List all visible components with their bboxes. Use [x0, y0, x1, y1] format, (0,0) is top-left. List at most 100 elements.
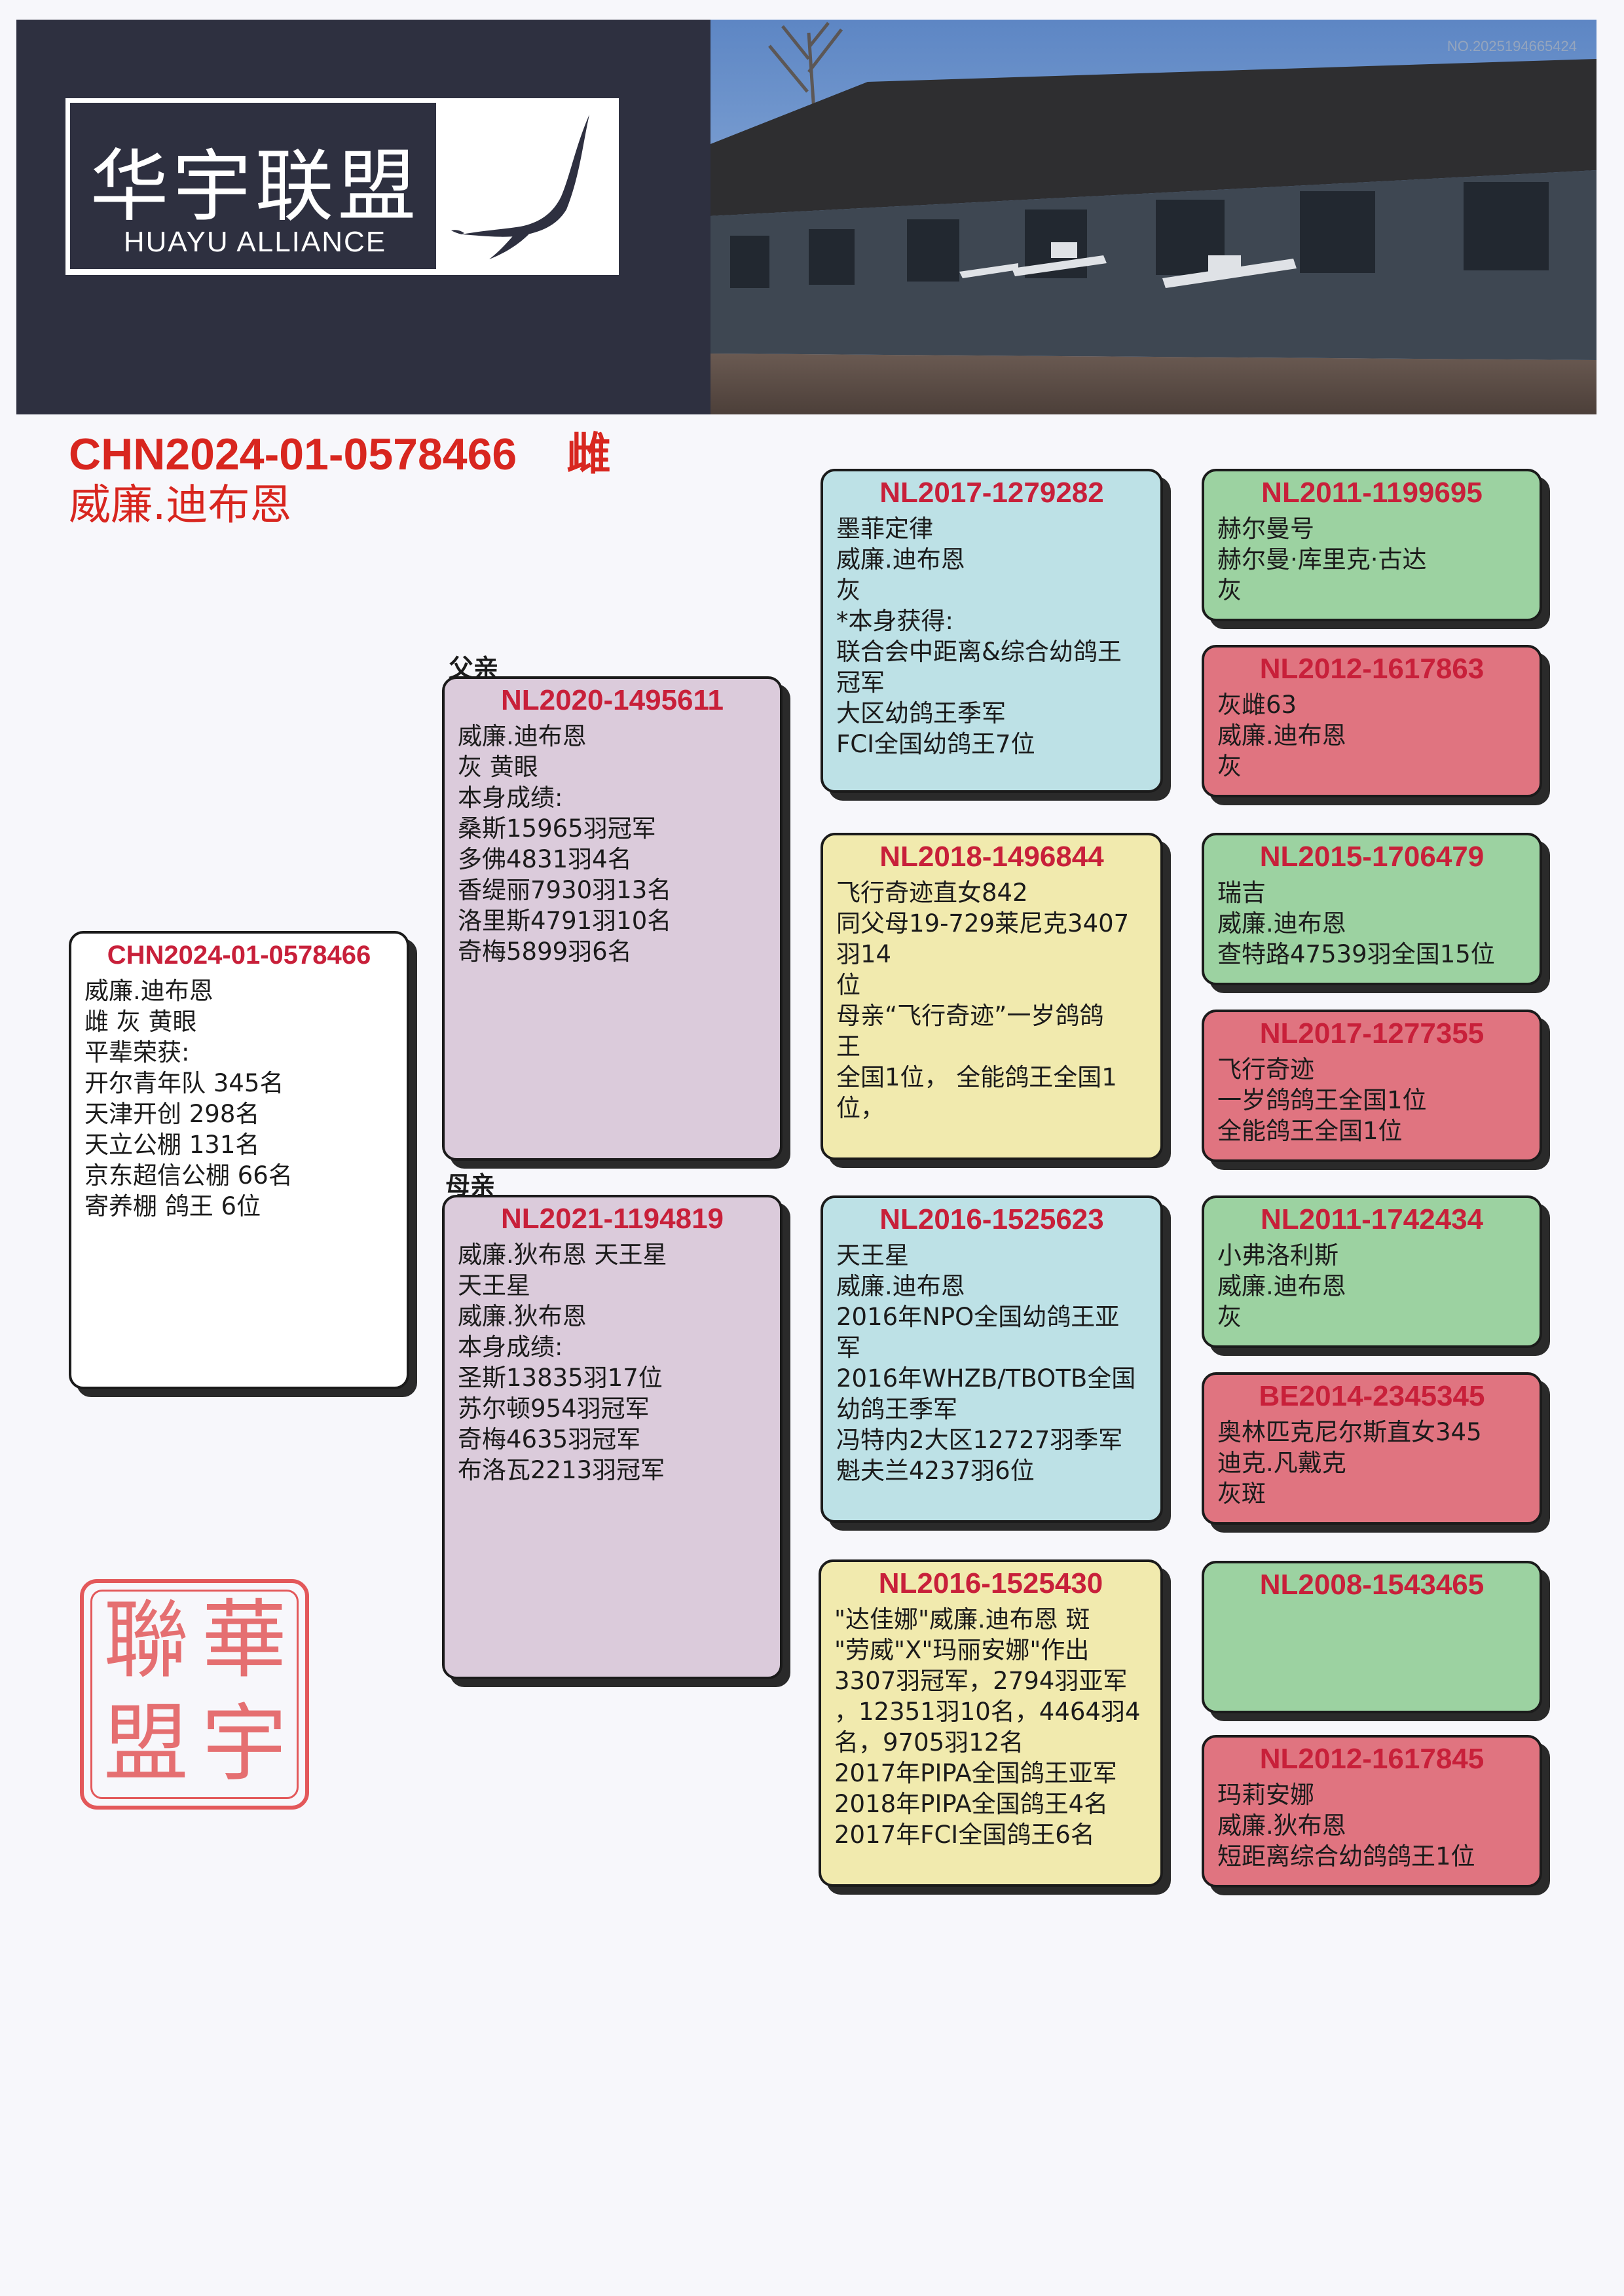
ring-number: NL2011-1199695	[1261, 477, 1483, 509]
card-line: 威廉.狄布恩	[1217, 1812, 1346, 1840]
great-grandparent-card: NL2011-1199695 赫尔曼号赫尔曼·库里克·古达灰	[1202, 469, 1542, 621]
ring-number: NL2016-1525623	[879, 1203, 1104, 1235]
card-line: 威廉.迪布恩	[1217, 1272, 1346, 1300]
ring-number: NL2021-1194819	[500, 1203, 724, 1235]
card-line: 2016年NPO全国幼鸽王亚	[836, 1303, 1120, 1331]
card-lines: 瑞吉威廉.迪布恩查特路47539羽全国15位	[1217, 877, 1526, 970]
card-line: 奇梅5899羽6名	[458, 938, 632, 966]
seal-char: 聯	[103, 1590, 189, 1690]
great-grandparent-card: NL2017-1277355 飞行奇迹一岁鸽鸽王全国1位全能鸽王全国1位	[1202, 1010, 1542, 1162]
card-line: 桑斯15965羽冠军	[458, 814, 656, 843]
title-ring-number: CHN2024-01-0578466 雌	[69, 429, 611, 479]
card-line: 全能鸽王全国1位	[1217, 1117, 1403, 1145]
great-grandparent-card: NL2015-1706479 瑞吉威廉.迪布恩查特路47539羽全国15位	[1202, 833, 1542, 985]
card-line: 洛里斯4791羽10名	[458, 907, 672, 935]
card-line: 香缇丽7930羽13名	[458, 876, 672, 904]
card-line: 迪克.凡戴克	[1217, 1449, 1346, 1477]
father-card: NL2020-1495611 威廉.迪布恩灰 黄眼本身成绩:桑斯15965羽冠军…	[442, 676, 783, 1161]
card-line: 幼鸽王季军	[836, 1395, 957, 1423]
card-line: 位，	[836, 1094, 885, 1122]
card-line: 位	[836, 971, 860, 999]
seal-char: 盟	[103, 1694, 189, 1793]
card-line: 羽14	[836, 940, 892, 968]
card-line: 威廉.迪布恩	[836, 545, 965, 574]
card-line: 天立公棚 131名	[84, 1131, 260, 1159]
card-line: 开尔青年队 345名	[84, 1069, 284, 1097]
card-line: 多佛4831羽4名	[458, 845, 632, 873]
card-line: 天津开创 298名	[84, 1100, 260, 1128]
grandparent-card: NL2016-1525430 "达佳娜"威廉.迪布恩 斑"劳威"X"玛丽安娜"作…	[819, 1559, 1163, 1887]
ring-number: NL2011-1742434	[1260, 1203, 1484, 1235]
card-line: 母亲“飞行奇迹”一岁鸽鸽	[836, 1002, 1104, 1030]
card-line: 飞行奇迹直女842	[836, 879, 1028, 907]
card-line: 寄养棚 鸽王 6位	[84, 1192, 261, 1220]
great-grandparent-card: NL2008-1543465	[1202, 1561, 1542, 1713]
card-line: ，12351羽10名，4464羽4	[834, 1698, 1141, 1726]
card-line: 短距离综合幼鸽鸽王1位	[1217, 1842, 1475, 1870]
card-line: 奥林匹克尼尔斯直女345	[1217, 1418, 1482, 1446]
ring-number: NL2015-1706479	[1259, 841, 1485, 873]
card-line: 灰	[836, 576, 860, 604]
card-line: 飞行奇迹	[1217, 1055, 1314, 1084]
card-line: 全国1位， 全能鸽王全国1	[836, 1063, 1117, 1091]
card-line: 冠军	[836, 668, 885, 697]
card-line: 圣斯13835羽17位	[458, 1364, 663, 1392]
logo: 华宇联盟 HUAYU ALLIANCE	[65, 98, 619, 275]
card-lines: 玛莉安娜威廉.狄布恩短距离综合幼鸽鸽王1位	[1217, 1779, 1526, 1872]
ring-number: NL2020-1495611	[500, 684, 724, 716]
seal-inner-border	[90, 1590, 299, 1799]
card-line: 军	[836, 1334, 860, 1362]
card-line: 灰雌63	[1217, 691, 1297, 719]
card-line: 威廉.迪布恩	[836, 1272, 965, 1300]
card-line: 2018年PIPA全国鸽王4名	[834, 1790, 1109, 1818]
card-line: 灰	[1217, 576, 1242, 604]
card-lines: 威廉.狄布恩 天王星天王星威廉.狄布恩本身成绩:圣斯13835羽17位苏尔顿95…	[458, 1239, 767, 1485]
card-line: 平辈荣获:	[84, 1038, 190, 1066]
card-line: 2017年FCI全国鸽王6名	[834, 1821, 1095, 1849]
card-line: 冯特内2大区12727羽季军	[836, 1426, 1123, 1454]
card-line: 本身成绩:	[458, 1333, 563, 1361]
red-seal-stamp: 華 宇 聯 盟	[80, 1579, 309, 1810]
ring-number: NL2018-1496844	[879, 841, 1104, 873]
card-line: 雌 灰 黄眼	[84, 1008, 197, 1036]
card-line: 赫尔曼·库里克·古达	[1217, 545, 1427, 574]
card-line: 王	[836, 1032, 860, 1061]
card-lines: 赫尔曼号赫尔曼·库里克·古达灰	[1217, 513, 1526, 606]
card-lines: 威廉.迪布恩雌 灰 黄眼平辈荣获:开尔青年队 345名天津开创 298名天立公棚…	[84, 975, 394, 1222]
card-line: 瑞吉	[1217, 879, 1266, 907]
card-line: FCI全国幼鸽王7位	[836, 730, 1035, 758]
card-line: 小弗洛利斯	[1217, 1241, 1338, 1269]
card-line: 威廉.迪布恩	[1217, 909, 1346, 938]
seal-char: 宇	[202, 1694, 287, 1793]
card-lines: 小弗洛利斯威廉.迪布恩灰	[1217, 1240, 1526, 1332]
card-line: 威廉.迪布恩	[458, 722, 587, 750]
card-line: 天王星	[458, 1271, 530, 1300]
card-line: 3307羽冠军，2794羽亚军	[834, 1667, 1128, 1695]
ring-number: NL2016-1525430	[878, 1567, 1103, 1599]
great-grandparent-card: NL2011-1742434 小弗洛利斯威廉.迪布恩灰	[1202, 1195, 1542, 1348]
ring-number: CHN2024-01-0578466	[107, 941, 371, 970]
card-line: 魁夫兰4237羽6位	[836, 1457, 1035, 1485]
card-line: 灰	[1217, 752, 1242, 780]
card-line: 名，9705羽12名	[834, 1728, 1024, 1757]
card-lines: 威廉.迪布恩灰 黄眼本身成绩:桑斯15965羽冠军多佛4831羽4名香缇丽793…	[458, 721, 767, 967]
card-line: 墨菲定律	[836, 515, 933, 543]
ring-number: BE2014-2345345	[1259, 1380, 1485, 1412]
seal-char: 華	[202, 1590, 287, 1690]
card-line: 大区幼鸽王季军	[836, 699, 1006, 727]
header-banner: 华宇联盟 HUAYU ALLIANCE	[16, 20, 1596, 414]
loft-photo	[710, 20, 1596, 414]
card-line: 奇梅4635羽冠军	[458, 1425, 641, 1453]
card-line: 威廉.狄布恩	[458, 1302, 587, 1330]
card-line: 京东超信公棚 66名	[84, 1161, 293, 1190]
card-line: 本身成绩:	[458, 784, 563, 812]
ring-number: NL2012-1617863	[1259, 653, 1485, 685]
card-line: 2017年PIPA全国鸽王亚军	[834, 1759, 1117, 1787]
